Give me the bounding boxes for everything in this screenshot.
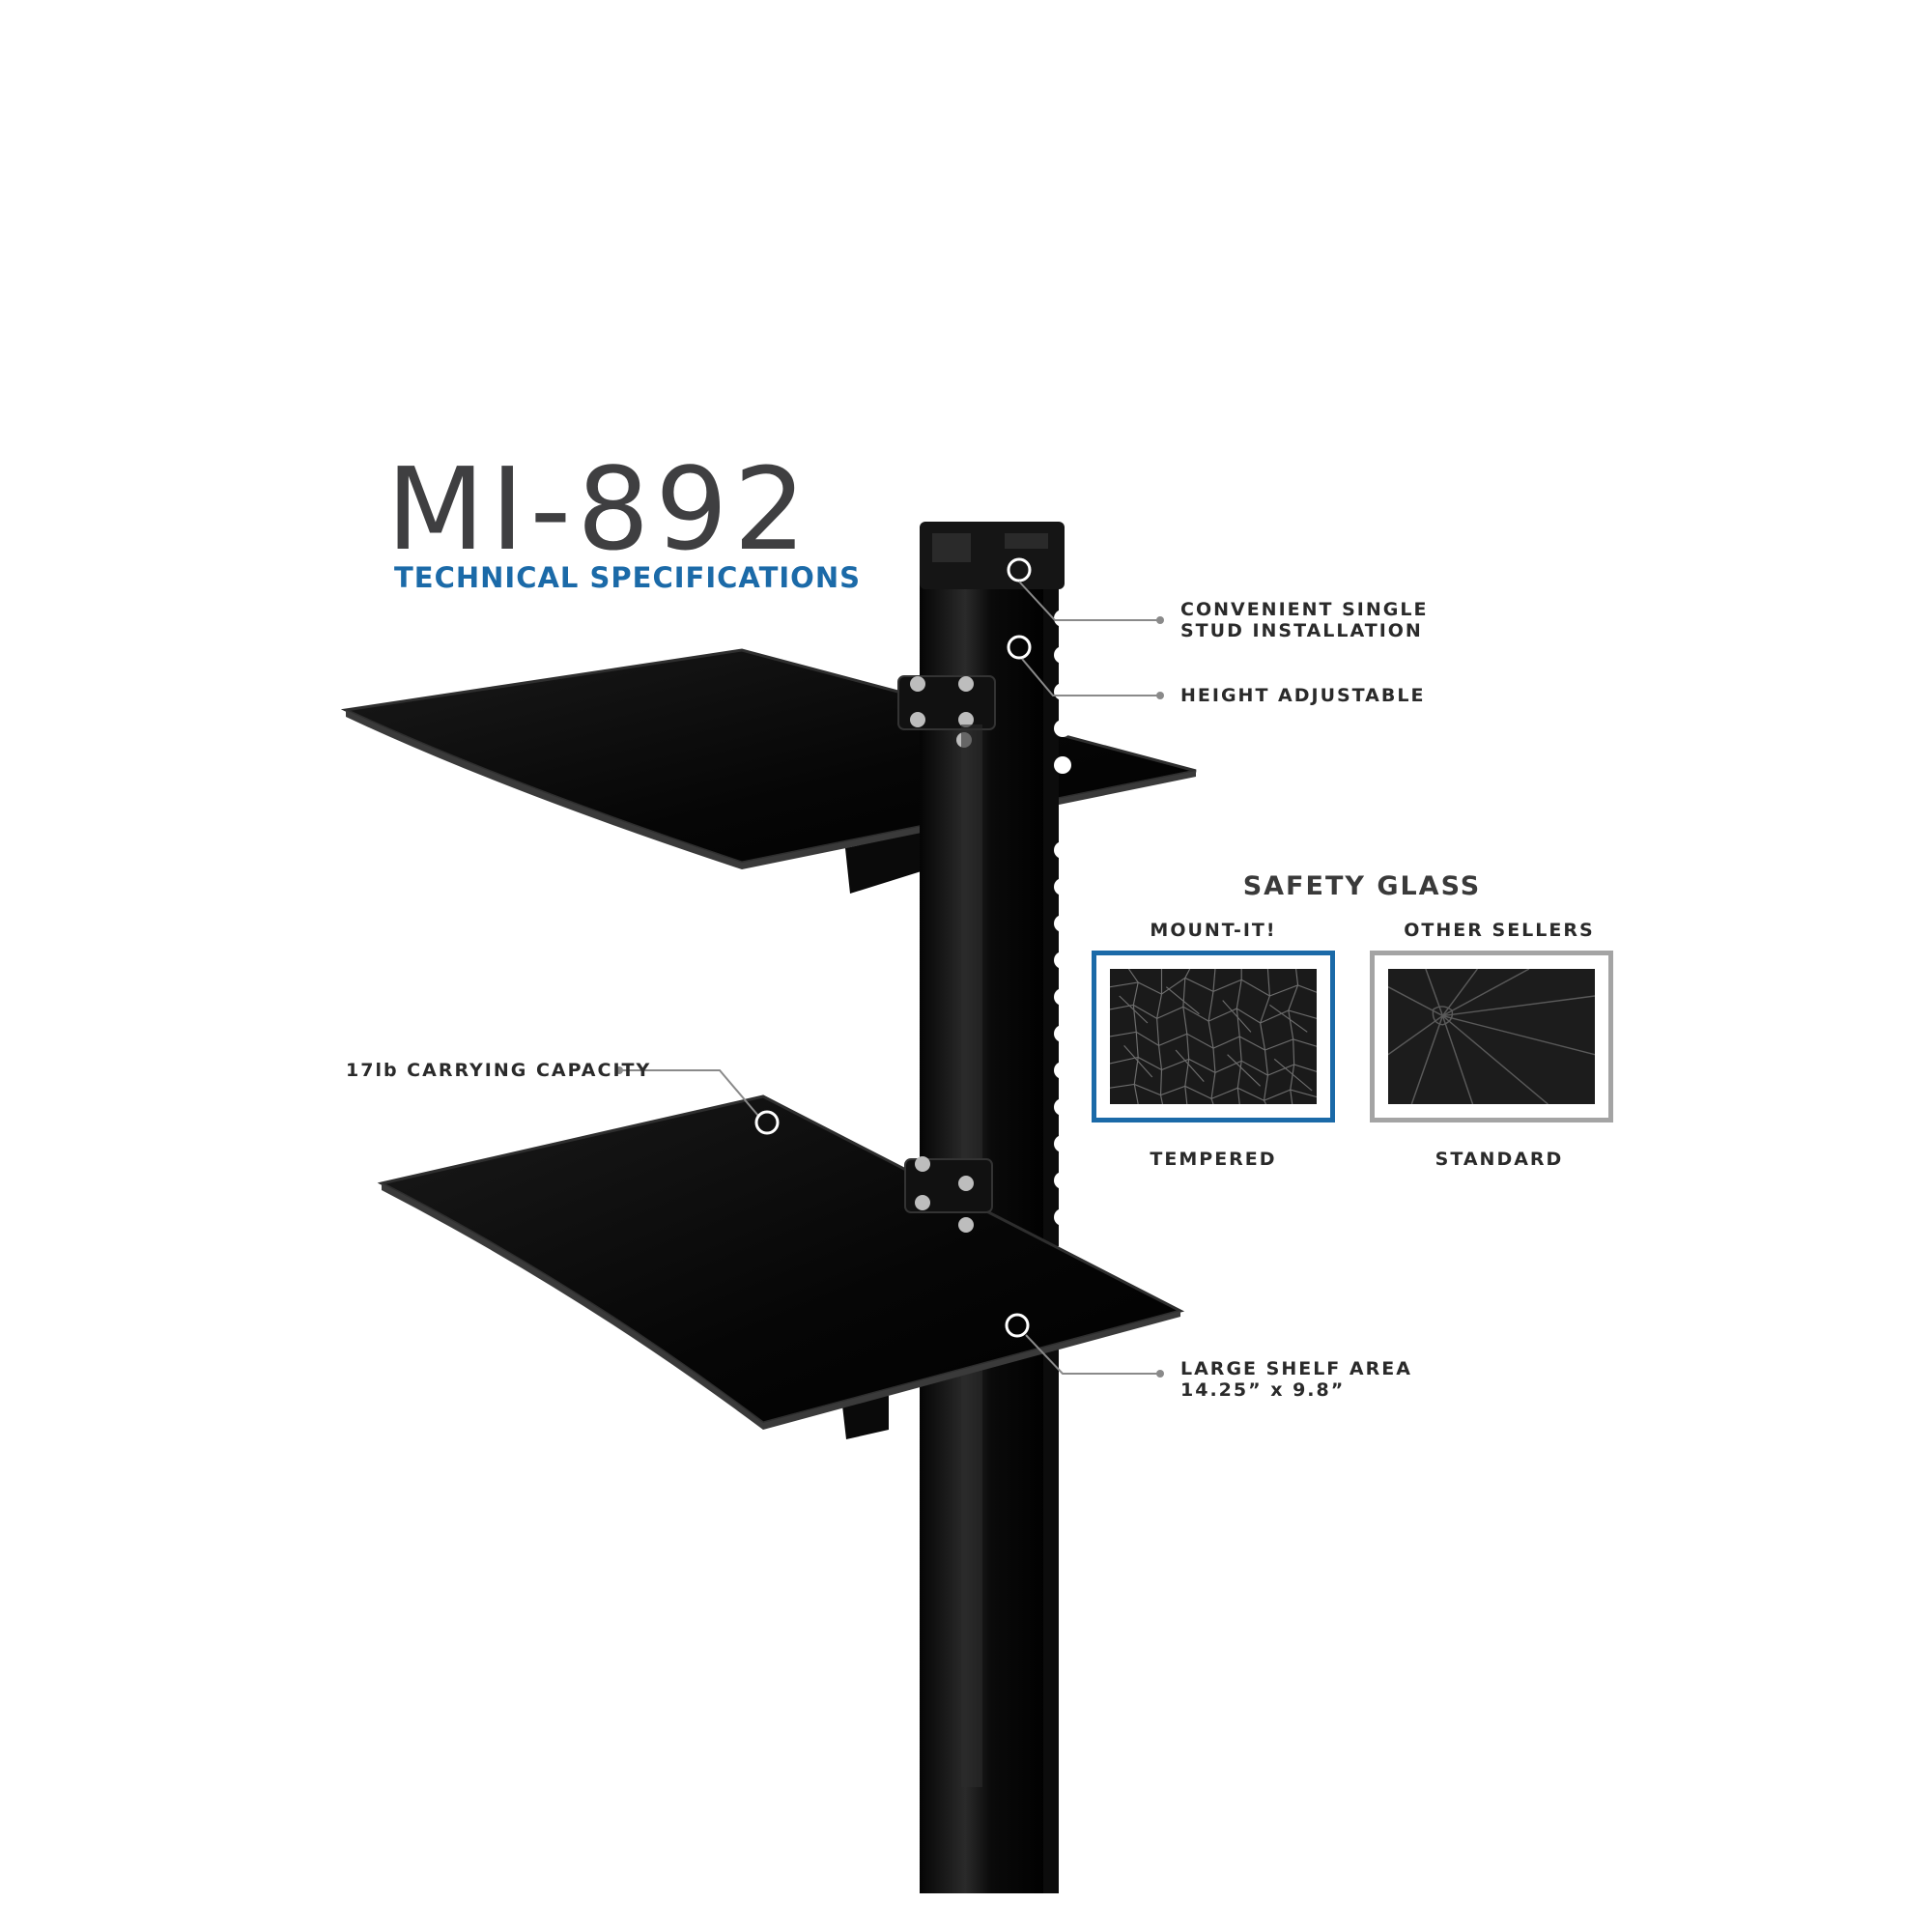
callout-shelf-line-2: 14.25” x 9.8” xyxy=(1180,1379,1346,1401)
callout-stud-line-2: STUD INSTALLATION xyxy=(1180,620,1423,641)
bottom-glass-shelf xyxy=(377,1094,1185,1430)
model-title: MI-892 xyxy=(386,442,812,576)
callout-carrying-capacity: 17lb CARRYING CAPACITY xyxy=(346,1060,652,1081)
upper-bracket-arm xyxy=(845,831,927,894)
top-cap xyxy=(920,522,1065,589)
caption-tempered: TEMPERED xyxy=(1150,1149,1277,1170)
section-subtitle: TECHNICAL SPECIFICATIONS xyxy=(394,561,861,594)
safety-glass-heading: SAFETY GLASS xyxy=(1242,871,1482,901)
bottom-shelf-clamp xyxy=(904,1156,993,1233)
leader-dots xyxy=(615,616,1164,1378)
cracked-standard-glass-icon xyxy=(1388,969,1595,1104)
height-adjust-rack xyxy=(1043,580,1059,1893)
callout-shelf-line-1: LARGE SHELF AREA xyxy=(1180,1358,1412,1379)
shattered-tempered-glass-icon xyxy=(1110,969,1317,1104)
tempered-glass-image xyxy=(1092,951,1335,1122)
callout-shelf-area: LARGE SHELF AREA 14.25” x 9.8” xyxy=(1180,1358,1412,1401)
caption-standard: STANDARD xyxy=(1435,1149,1564,1170)
column-header-other-sellers: OTHER SELLERS xyxy=(1404,920,1595,941)
column-header-mount-it: MOUNT-IT! xyxy=(1150,920,1277,941)
standard-glass-image xyxy=(1370,951,1613,1122)
callout-stud-line-1: CONVENIENT SINGLE xyxy=(1180,599,1429,620)
callout-stud-installation: CONVENIENT SINGLE STUD INSTALLATION xyxy=(1180,599,1428,641)
leader-lines xyxy=(618,557,1159,1375)
callout-height-adjustable: HEIGHT ADJUSTABLE xyxy=(1180,685,1426,706)
